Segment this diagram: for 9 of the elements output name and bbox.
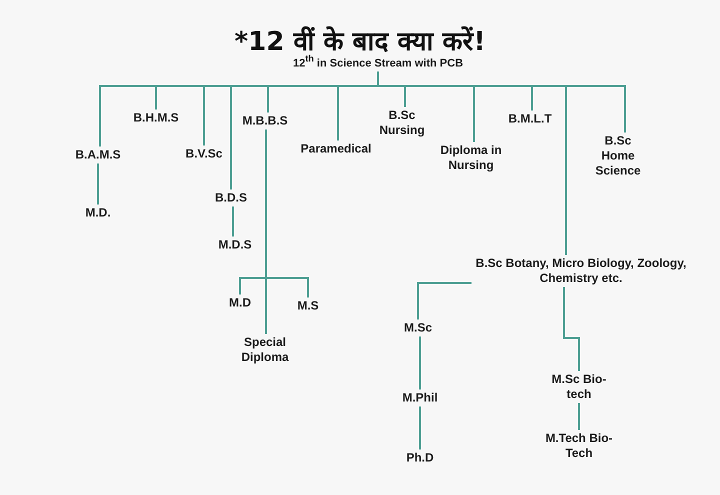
connector-line [578,403,580,430]
connector-line [97,164,99,204]
connector-line [265,130,267,334]
connector-line [563,287,580,371]
connector-line [419,336,421,390]
connector-line [377,72,626,132]
connector-line [417,282,472,320]
connector-line [419,406,421,450]
connector-line [232,206,234,236]
